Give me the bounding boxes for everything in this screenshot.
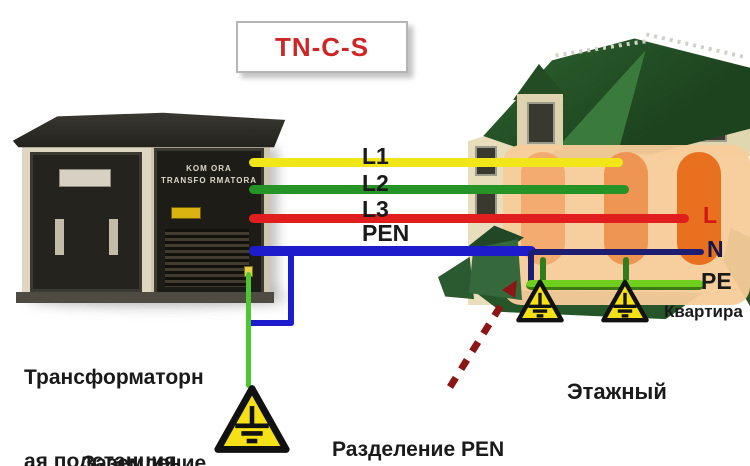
title-box: TN-C-S	[236, 21, 408, 73]
substation-earth-conductor	[246, 272, 251, 388]
transformer-door-text: KOM ORA TRANSFO RMATORA	[160, 164, 258, 185]
wire-l1	[249, 158, 623, 167]
apartment-caption: Квартира	[664, 302, 743, 321]
door-vent-slot	[55, 219, 64, 255]
pen-split-arrow	[447, 280, 517, 389]
label-l2: L2	[362, 170, 389, 196]
pen-split-drop	[528, 250, 534, 284]
transformer-substation-illustration: KOM ORA TRANSFO RMATORA	[10, 112, 290, 306]
label-pen: PEN	[362, 220, 410, 246]
label-l: L	[703, 202, 718, 228]
earth-symbol-icon	[516, 279, 564, 323]
label-l1: L1	[362, 143, 389, 169]
wire-pen	[249, 246, 536, 256]
wire-n	[531, 249, 704, 255]
pe-branch-stub-2	[623, 257, 629, 283]
earth-symbol-icon	[601, 279, 649, 323]
riser-shaft-3	[677, 152, 721, 265]
transformer-right-door: KOM ORA TRANSFO RMATORA	[154, 148, 264, 298]
wire-pe	[526, 280, 704, 290]
label-l3: L3	[362, 196, 389, 222]
wire-l3	[249, 214, 689, 223]
door-louver-vents	[165, 229, 249, 287]
warning-sticker	[171, 207, 201, 219]
label-pe: PE	[701, 268, 732, 294]
pen-earth-drop-vertical	[288, 250, 294, 326]
building-tower	[517, 94, 563, 150]
diagram-title: TN-C-S	[274, 31, 370, 62]
floor-panel-caption: Этажный щит	[567, 378, 667, 404]
earth-symbol-icon	[214, 385, 290, 453]
door-label-plate	[59, 169, 111, 187]
substation-grounding-caption: Заземление подстанции	[82, 451, 207, 466]
transformer-roof	[12, 112, 286, 148]
wire-l2	[249, 185, 629, 194]
pe-branch-stub-1	[540, 257, 546, 283]
substation-caption: Трансформаторн ая подстанция	[24, 365, 204, 466]
transformer-base	[16, 292, 274, 303]
pen-earth-drop-horizontal	[248, 320, 294, 326]
label-n: N	[707, 236, 724, 262]
pen-split-caption: Разделение PEN проводника в ГРЩ	[332, 437, 505, 461]
transformer-left-door	[30, 152, 142, 292]
riser-shaft-2	[604, 152, 648, 265]
tower-window	[527, 102, 555, 144]
door-vent-slot	[109, 219, 118, 255]
